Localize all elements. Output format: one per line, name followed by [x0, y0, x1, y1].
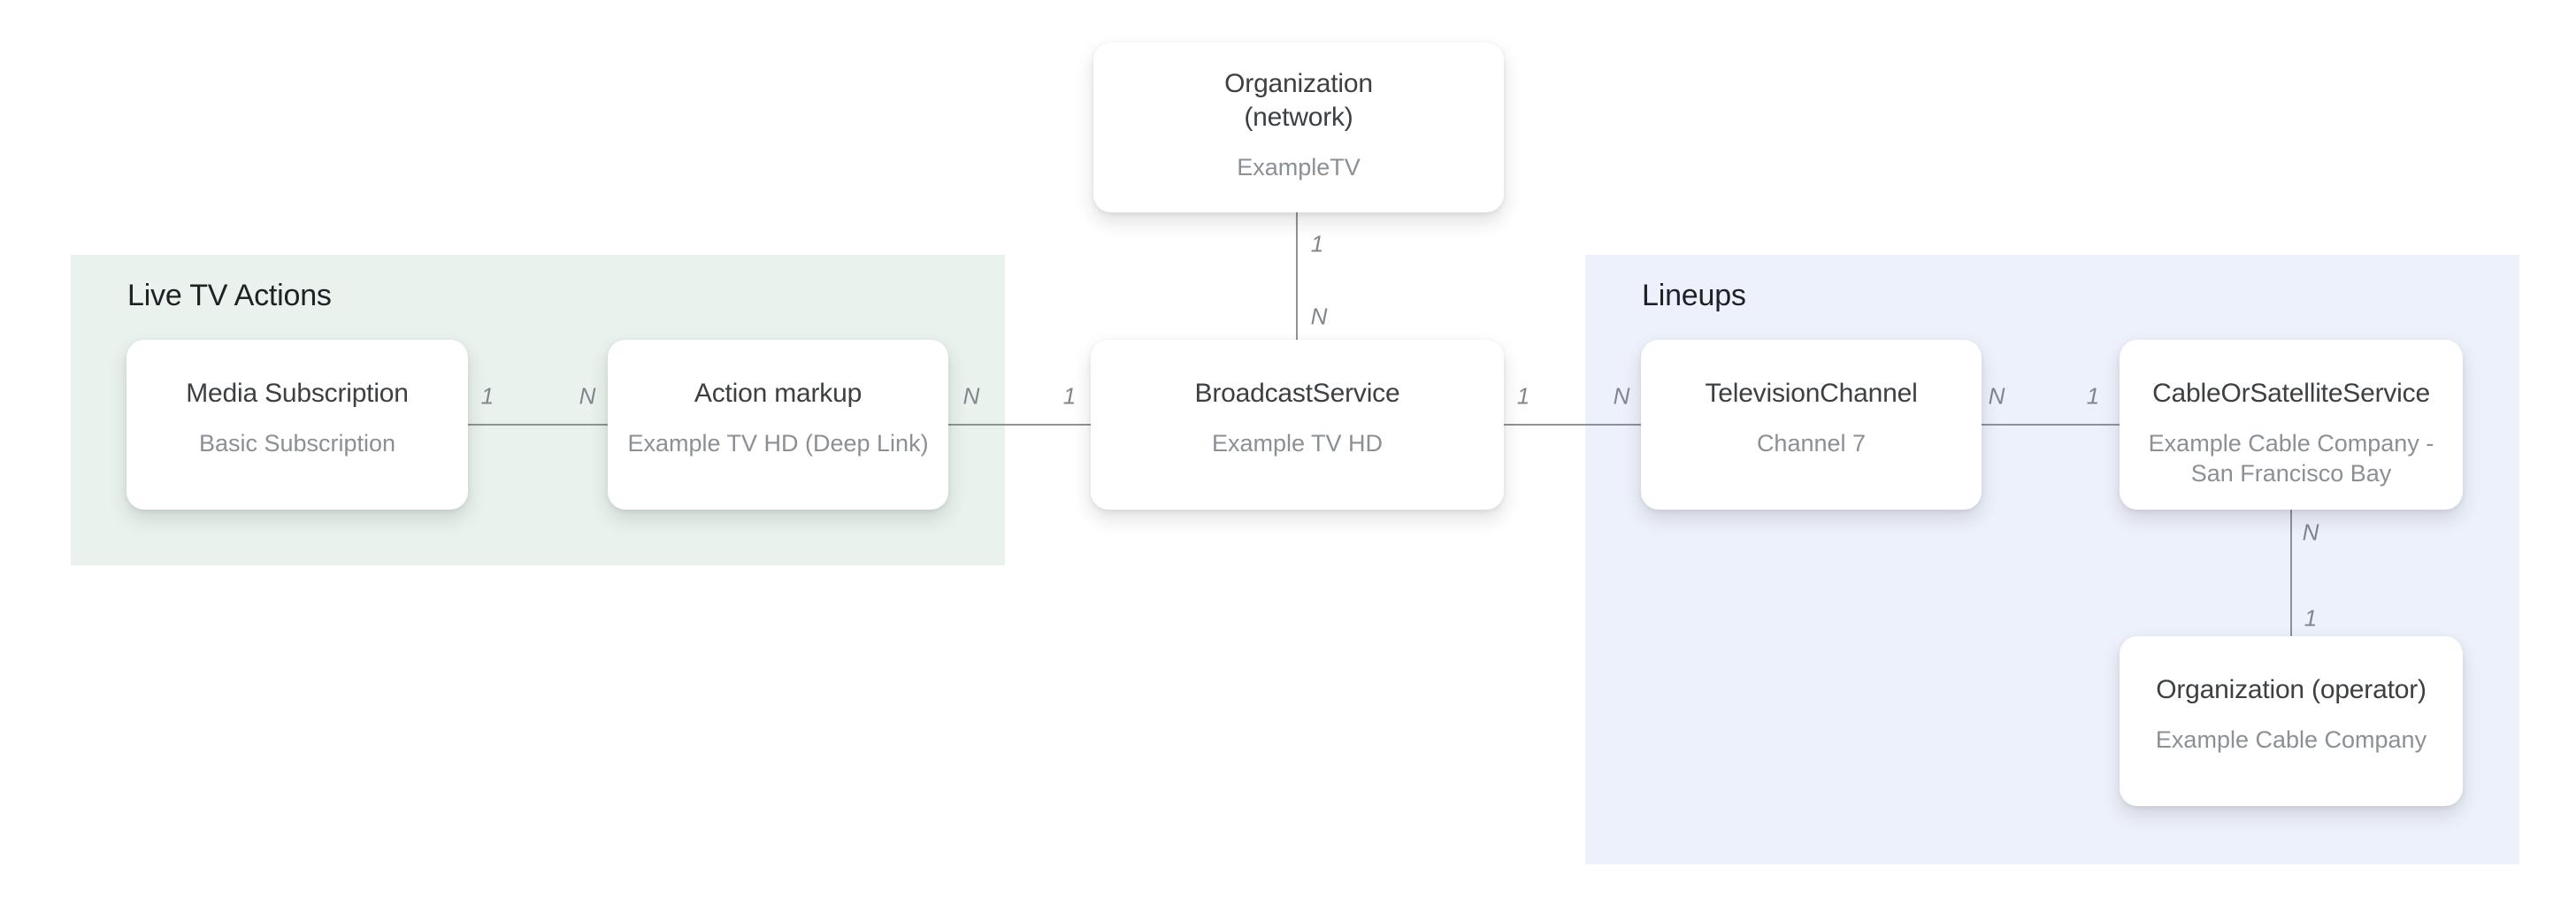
- node-subtitle: Example TV HD (Deep Link): [627, 430, 929, 457]
- connector-organization-network-broadcast-service: [1296, 212, 1298, 340]
- edge-label-cardinality: 1: [1516, 382, 1530, 410]
- node-title: CableOrSatelliteService: [2152, 379, 2430, 408]
- node-subtitle: ExampleTV: [1237, 154, 1361, 180]
- connector-action-markup-broadcast-service: [948, 424, 1091, 426]
- node-media-subscription: Media Subscription Basic Subscription: [126, 340, 468, 510]
- node-broadcast-service: BroadcastService Example TV HD: [1091, 340, 1504, 510]
- connector-television-channel-cable-or-satellite-service: [1982, 424, 2120, 426]
- connector-broadcast-service-television-channel: [1504, 424, 1641, 426]
- connector-media-subscription-action-markup: [468, 424, 608, 426]
- node-subtitle: Example Cable Company - San Francisco Ba…: [2148, 430, 2434, 487]
- section-title-live-tv-actions: Live TV Actions: [127, 279, 332, 312]
- edge-label-cardinality: N: [1613, 382, 1630, 410]
- edge-label-cardinality: 1: [2086, 382, 2100, 410]
- node-title: Media Subscription: [186, 379, 409, 408]
- node-title: TelevisionChannel: [1705, 379, 1918, 408]
- edge-label-cardinality: 1: [1310, 230, 1324, 257]
- node-title: BroadcastService: [1194, 379, 1400, 408]
- node-television-channel: TelevisionChannel Channel 7: [1641, 340, 1982, 510]
- edge-label-cardinality: 1: [480, 382, 494, 410]
- node-subtitle: Example Cable Company: [2155, 726, 2427, 753]
- node-subtitle: Basic Subscription: [198, 430, 396, 457]
- edge-label-cardinality: N: [2302, 518, 2319, 546]
- edge-label-cardinality: N: [1310, 303, 1328, 330]
- node-cable-or-satellite-service: CableOrSatelliteService Example Cable Co…: [2120, 340, 2463, 510]
- edge-label-cardinality: N: [579, 382, 596, 410]
- edge-label-cardinality: N: [1988, 382, 2005, 410]
- node-organization-operator: Organization (operator) Example Cable Co…: [2120, 636, 2463, 806]
- node-title: Action markup: [694, 379, 862, 408]
- connector-cable-or-satellite-service-organization-operator: [2290, 510, 2292, 636]
- edge-label-cardinality: 1: [1062, 382, 1077, 410]
- node-subtitle: Channel 7: [1756, 430, 1867, 457]
- node-action-markup: Action markup Example TV HD (Deep Link): [608, 340, 948, 510]
- section-title-lineups: Lineups: [1642, 279, 1746, 312]
- node-title: Organization (network): [1224, 69, 1373, 132]
- node-subtitle: Example TV HD: [1211, 430, 1384, 457]
- edge-label-cardinality: 1: [2304, 604, 2318, 632]
- node-title: Organization (operator): [2156, 675, 2426, 704]
- edge-label-cardinality: N: [962, 382, 980, 410]
- node-organization-network: Organization (network) ExampleTV: [1093, 42, 1504, 212]
